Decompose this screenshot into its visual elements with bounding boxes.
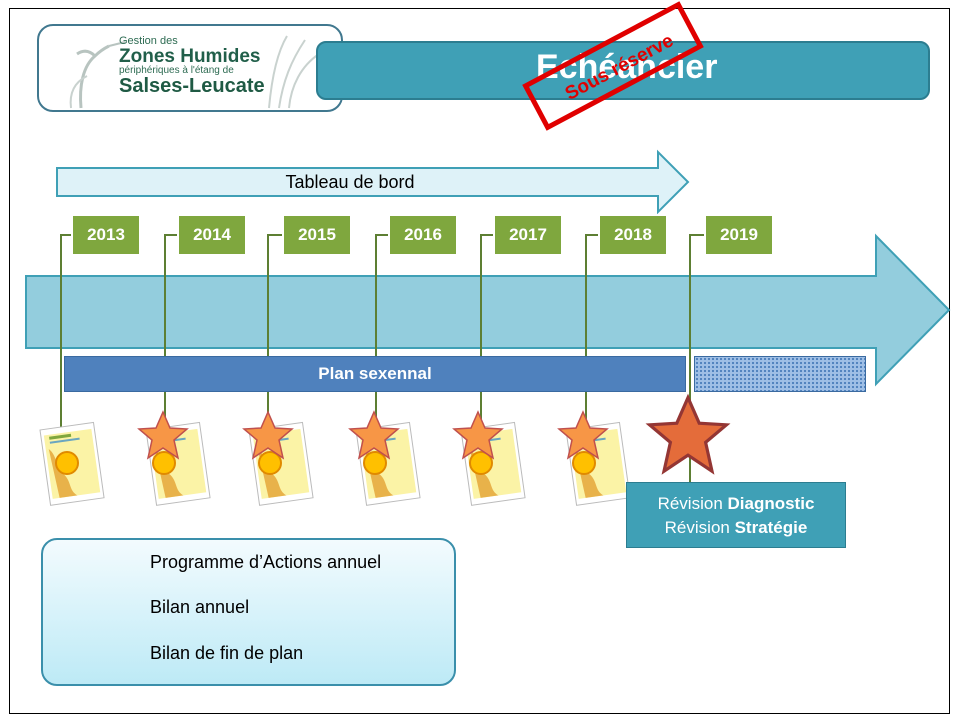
year-2014: 2014	[177, 214, 247, 256]
tableau-de-bord-label: Tableau de bord	[285, 172, 415, 192]
tableau-de-bord-arrow	[56, 149, 690, 215]
logo-line-2: Zones Humides	[119, 46, 261, 67]
year-2016: 2016	[388, 214, 458, 256]
logo-line-3: périphériques à l'étang de	[119, 65, 234, 76]
plan-extension-bar	[694, 356, 866, 392]
circle-icon	[572, 451, 596, 475]
year-2013: 2013	[71, 214, 141, 256]
circle-icon	[258, 451, 282, 475]
revision-box: Révision Diagnostic Révision Stratégie	[626, 482, 846, 548]
legend-label-bilan-fin: Bilan de fin de plan	[150, 643, 304, 663]
heron-icon	[69, 35, 320, 109]
timeline-arrow	[25, 233, 951, 387]
revision-line2-bold: Stratégie	[734, 518, 808, 537]
circle-icon	[469, 451, 493, 475]
logo-line-1: Gestion des	[119, 35, 178, 47]
logo: Gestion des Zones Humides périphériques …	[37, 24, 343, 112]
legend-label-bilan-annuel: Bilan annuel	[150, 597, 250, 617]
circle-icon	[363, 451, 387, 475]
revision-line2-prefix: Révision	[664, 518, 735, 537]
legend-label-programme: Programme d’Actions annuel	[150, 552, 382, 572]
year-2018: 2018	[598, 214, 668, 256]
dark-star-icon	[647, 396, 729, 473]
title-banner	[316, 41, 930, 100]
legend-panel	[41, 538, 456, 686]
year-2015: 2015	[282, 214, 352, 256]
year-2019: 2019	[704, 214, 774, 256]
revision-line1-prefix: Révision	[657, 494, 728, 513]
circle-icon	[152, 451, 176, 475]
logo-line-4: Salses-Leucate	[119, 75, 265, 97]
circle-icon	[55, 451, 79, 475]
year-2017: 2017	[493, 214, 563, 256]
page-title: Echéancier	[536, 48, 718, 86]
revision-line1-bold: Diagnostic	[727, 494, 815, 513]
plan-sexennal-bar: Plan sexennal	[64, 356, 686, 392]
slide-frame	[9, 8, 950, 714]
